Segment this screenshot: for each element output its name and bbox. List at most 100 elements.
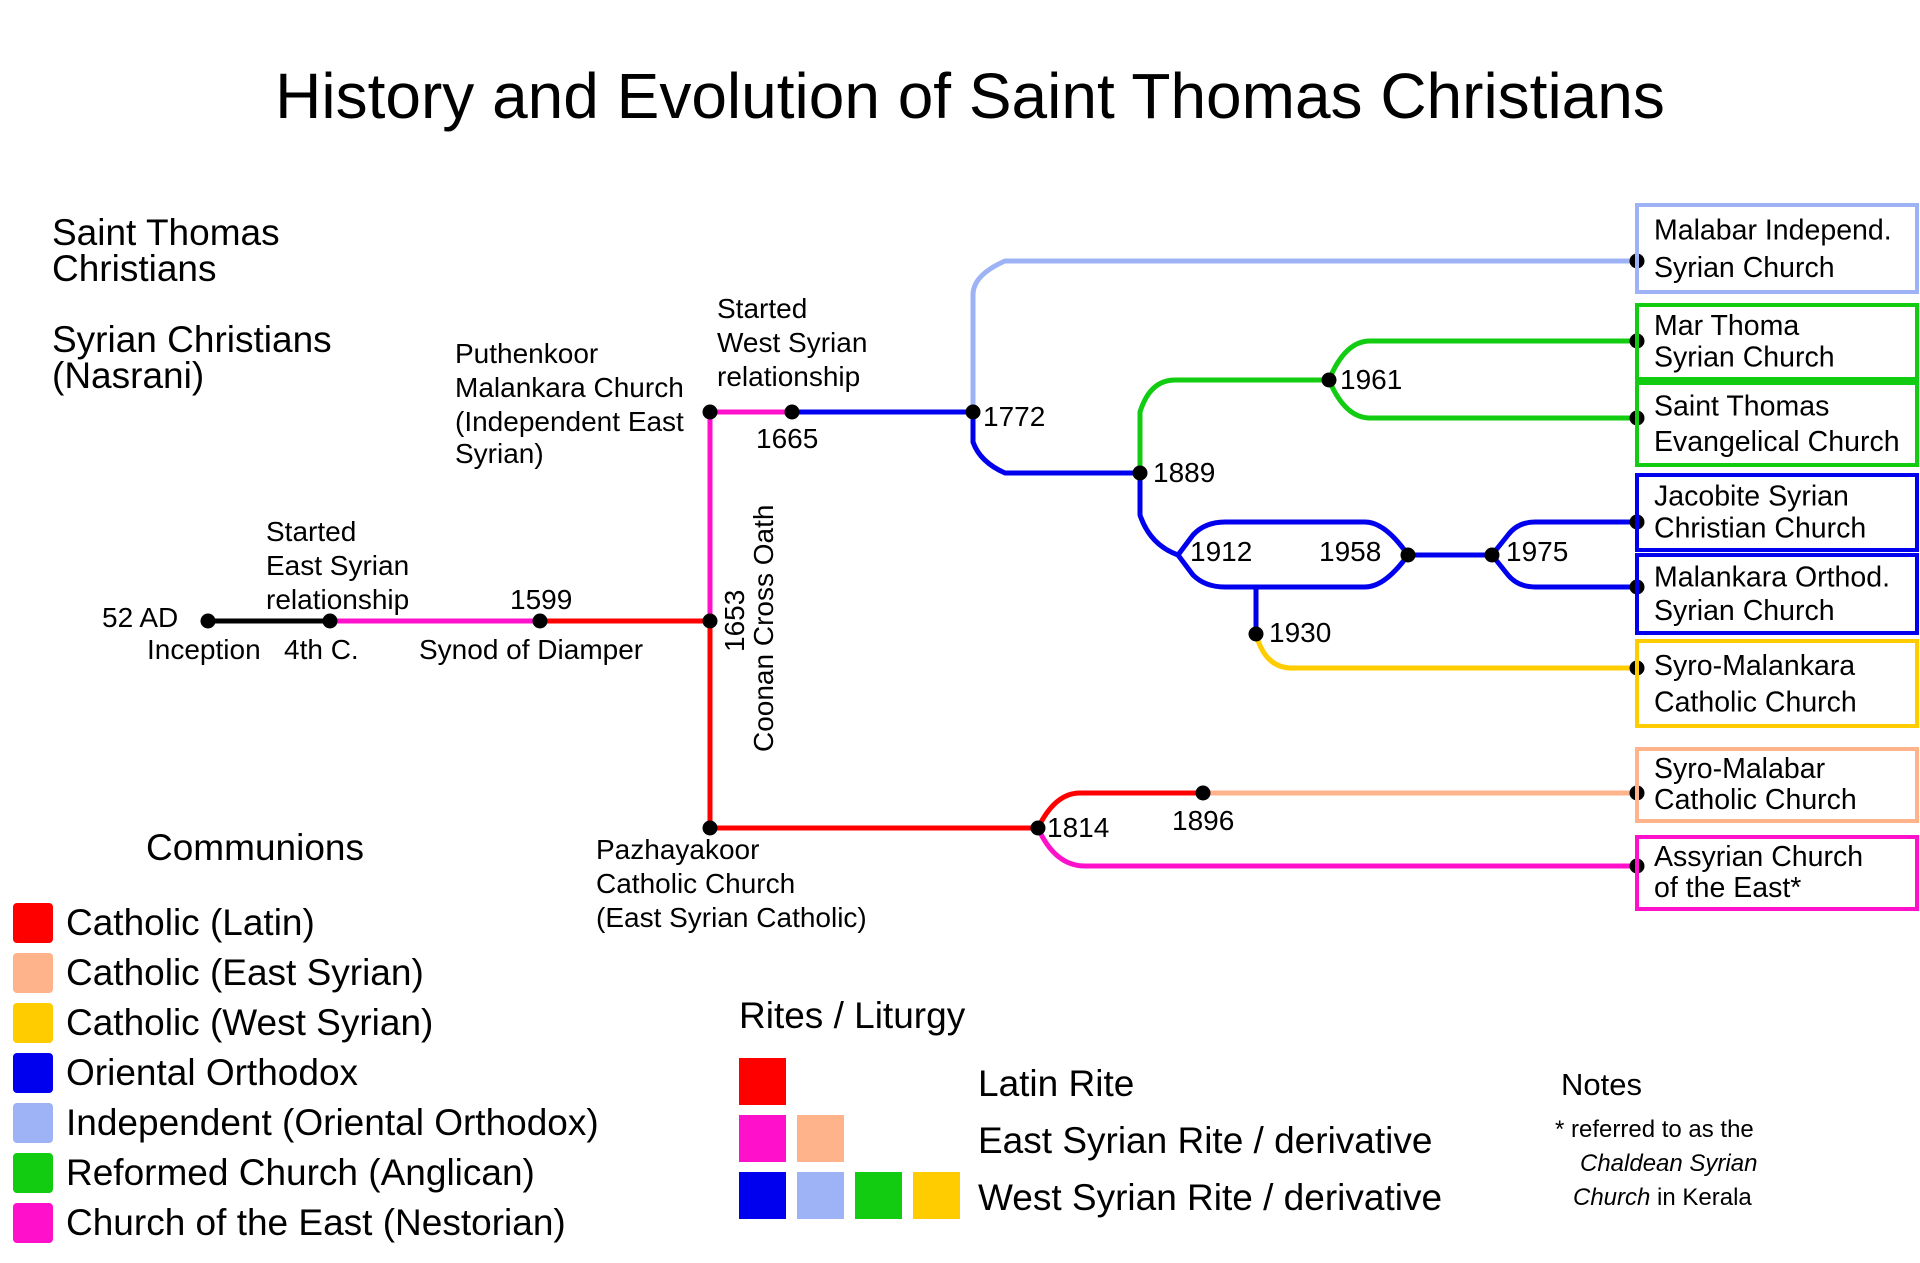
church-name-line: Syrian Church xyxy=(1654,342,1835,374)
dot-pazhayakoor xyxy=(702,820,718,836)
communion-swatch xyxy=(13,1103,53,1143)
event-dots xyxy=(200,253,1645,874)
dot-1772 xyxy=(965,404,981,420)
dot-puthenkoor xyxy=(702,404,718,420)
church-name-line: Christian Church xyxy=(1654,513,1866,545)
rites-heading: Rites / Liturgy xyxy=(739,995,966,1036)
line-assyrian xyxy=(1035,826,1637,869)
church-name-line: Malabar Independ. xyxy=(1654,214,1892,246)
rite-item: East Syrian Rite / derivative xyxy=(739,1115,1432,1162)
rite-label: West Syrian Rite / derivative xyxy=(978,1177,1442,1218)
dot-1889 xyxy=(1132,465,1148,481)
header-line: Syrian Christians xyxy=(52,319,332,360)
communion-swatch xyxy=(13,953,53,993)
church-name-line: Malankara Orthod. xyxy=(1654,561,1890,593)
line-jacobite xyxy=(1490,519,1637,557)
church-box-frame xyxy=(1635,473,1919,552)
label-4th-century: 4th C. xyxy=(284,634,359,665)
rite-label: East Syrian Rite / derivative xyxy=(978,1120,1432,1161)
rite-swatch xyxy=(797,1115,844,1162)
communion-label: Catholic (East Syrian) xyxy=(66,952,424,993)
rite-swatch xyxy=(739,1058,786,1105)
notes-rest: in Kerala xyxy=(1650,1184,1752,1211)
church-box-frame xyxy=(1635,203,1919,294)
communion-label: Oriental Orthodox xyxy=(66,1052,359,1093)
line-orthodox-upper xyxy=(1176,519,1492,558)
label-1912: 1912 xyxy=(1190,536,1252,567)
label-1653: 1653 xyxy=(719,590,750,652)
rite-swatch xyxy=(913,1172,960,1219)
church-name-line: Syro-Malabar xyxy=(1654,753,1826,785)
dot-1814 xyxy=(1030,820,1046,836)
notes-italic: Church xyxy=(1573,1184,1650,1211)
rite-swatch xyxy=(739,1115,786,1162)
label-pazhayakoor: Pazhayakoor xyxy=(596,834,759,865)
church-name-line: Assyrian Church xyxy=(1654,841,1863,873)
church-name-line: Jacobite Syrian xyxy=(1654,480,1849,512)
line-mar-thoma xyxy=(1326,338,1637,381)
dot-1961 xyxy=(1321,372,1337,388)
notes-line: Chaldean Syrian xyxy=(1580,1150,1757,1177)
label-west-syrian-start: West Syrian xyxy=(717,327,867,358)
label-1930: 1930 xyxy=(1269,617,1331,648)
dot-1665 xyxy=(784,404,800,420)
church-box-frame xyxy=(1635,553,1919,635)
church-name-line: Syrian Church xyxy=(1654,252,1835,284)
label-east-syrian-start: East Syrian xyxy=(266,550,409,581)
line-1772-1889 xyxy=(970,412,1140,476)
label-1975: 1975 xyxy=(1506,536,1568,567)
rite-swatch xyxy=(855,1172,902,1219)
dot-1599 xyxy=(532,613,548,629)
line-orthodox-1889 xyxy=(1137,473,1179,558)
dot-inception xyxy=(200,613,216,629)
label-inception: Inception xyxy=(147,634,261,665)
church-name-line: Syrian Church xyxy=(1654,595,1835,627)
communions-legend: Catholic (Latin) Catholic (East Syrian) Ca… xyxy=(13,902,599,1243)
line-st-thomas-evangelical xyxy=(1326,379,1637,421)
label-puthenkoor: Syrian) xyxy=(455,438,544,469)
church-box-frame xyxy=(1635,639,1919,728)
communion-swatch xyxy=(13,1203,53,1243)
communion-item: Reformed Church (Anglican) xyxy=(13,1152,535,1193)
label-puthenkoor: (Independent East xyxy=(455,406,684,437)
label-synod: Synod of Diamper xyxy=(419,634,643,665)
church-box: Malankara Orthod.Syrian Church xyxy=(1635,553,1919,635)
dot-1896 xyxy=(1195,785,1211,801)
label-1889: 1889 xyxy=(1153,457,1215,488)
dot-4th-century xyxy=(322,613,338,629)
line-reformed xyxy=(1137,377,1329,473)
line-malankara-orthodox xyxy=(1490,553,1637,590)
label-west-syrian-start: relationship xyxy=(717,361,860,392)
page-title: History and Evolution of Saint Thomas Ch… xyxy=(275,60,1665,132)
communion-item: Independent (Oriental Orthodox) xyxy=(13,1102,599,1143)
timeline-labels: 52 AD Inception 4th C. Started East Syri… xyxy=(102,293,1568,933)
label-coonan-oath: Coonan Cross Oath xyxy=(748,505,779,752)
church-box-frame xyxy=(1635,381,1919,467)
communion-swatch xyxy=(13,1053,53,1093)
label-1896: 1896 xyxy=(1172,805,1234,836)
label-pazhayakoor: Catholic Church xyxy=(596,868,795,899)
communion-item: Catholic (Latin) xyxy=(13,902,315,943)
church-name-line: Syro-Malankara xyxy=(1654,650,1855,682)
communion-swatch xyxy=(13,1003,53,1043)
left-header: Saint Thomas Christians Syrian Christian… xyxy=(52,212,332,396)
communion-label: Catholic (West Syrian) xyxy=(66,1002,433,1043)
rite-swatch xyxy=(739,1172,786,1219)
church-box-frame xyxy=(1635,747,1919,823)
dot-1975 xyxy=(1484,547,1500,563)
header-line: Christians xyxy=(52,248,217,289)
communion-label: Reformed Church (Anglican) xyxy=(66,1152,535,1193)
notes-line: Church in Kerala xyxy=(1573,1184,1752,1211)
label-west-syrian-start: Started xyxy=(717,293,807,324)
label-1665: 1665 xyxy=(756,423,818,454)
label-east-syrian-start: relationship xyxy=(266,584,409,615)
header-line: Saint Thomas xyxy=(52,212,280,253)
notes-line: * referred to as the xyxy=(1555,1116,1754,1143)
